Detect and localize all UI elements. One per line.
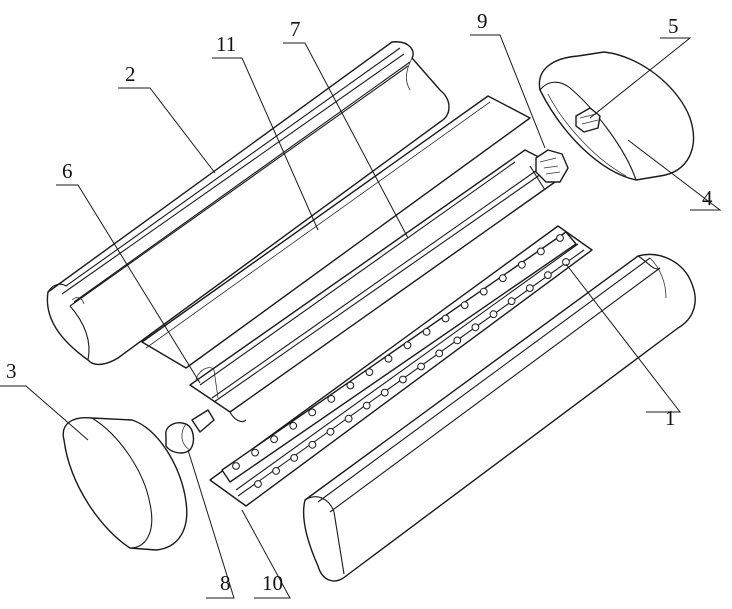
led-dot (254, 480, 262, 488)
led-dot (544, 271, 552, 280)
led-dot (441, 314, 450, 323)
led-dot (453, 336, 462, 345)
led-row-lower (254, 258, 570, 488)
label-7: 7 (290, 17, 301, 41)
upper-cover (46, 41, 450, 366)
led-dot (380, 388, 389, 397)
label-5: 5 (668, 14, 679, 38)
led-dot (498, 274, 507, 283)
led-dot (326, 427, 335, 436)
label-11: 11 (216, 32, 236, 56)
led-dot (562, 258, 570, 266)
led-dot (479, 287, 488, 296)
led-dot (251, 448, 260, 457)
led-dot (417, 362, 426, 371)
label-10: 10 (262, 571, 283, 595)
led-dot (346, 381, 355, 390)
led-dot (422, 328, 431, 336)
led-row-upper (232, 234, 564, 470)
right-cap-socket (575, 107, 601, 133)
led-strip (209, 225, 593, 507)
led-dot (362, 401, 371, 410)
led-dot (308, 408, 317, 417)
led-dot (327, 395, 336, 403)
reflector-plate (141, 95, 531, 369)
right-connector (535, 149, 569, 183)
led-dot (290, 454, 299, 462)
led-dot (471, 323, 480, 332)
led-dot (308, 440, 317, 449)
label-8: 8 (220, 571, 231, 595)
lower-diffuser (303, 253, 696, 582)
left-connector (165, 409, 215, 454)
left-end-cap (62, 417, 188, 551)
label-6: 6 (62, 159, 73, 183)
led-dot (556, 234, 564, 242)
led-dot (344, 414, 353, 423)
led-dot (403, 341, 412, 350)
led-dot (272, 467, 281, 475)
callout-labels: 1 2 3 4 5 6 7 8 9 10 11 (6, 9, 713, 595)
label-3: 3 (6, 359, 17, 383)
led-dot (384, 354, 393, 363)
led-dot (365, 368, 374, 377)
led-dot (232, 462, 240, 470)
label-4: 4 (702, 186, 713, 210)
right-end-cap (538, 51, 695, 181)
led-dot (507, 297, 516, 306)
label-2: 2 (125, 62, 136, 86)
leader-lines (0, 34, 722, 599)
led-dot (270, 435, 279, 444)
led-dot (435, 349, 444, 358)
led-dot (518, 260, 526, 269)
led-dot (289, 421, 298, 430)
led-dot (460, 301, 469, 310)
led-dot (537, 247, 545, 256)
led-dot (489, 310, 498, 319)
led-dot (399, 375, 407, 384)
label-1: 1 (665, 406, 676, 430)
led-dot (525, 284, 534, 293)
label-9: 9 (477, 9, 488, 33)
